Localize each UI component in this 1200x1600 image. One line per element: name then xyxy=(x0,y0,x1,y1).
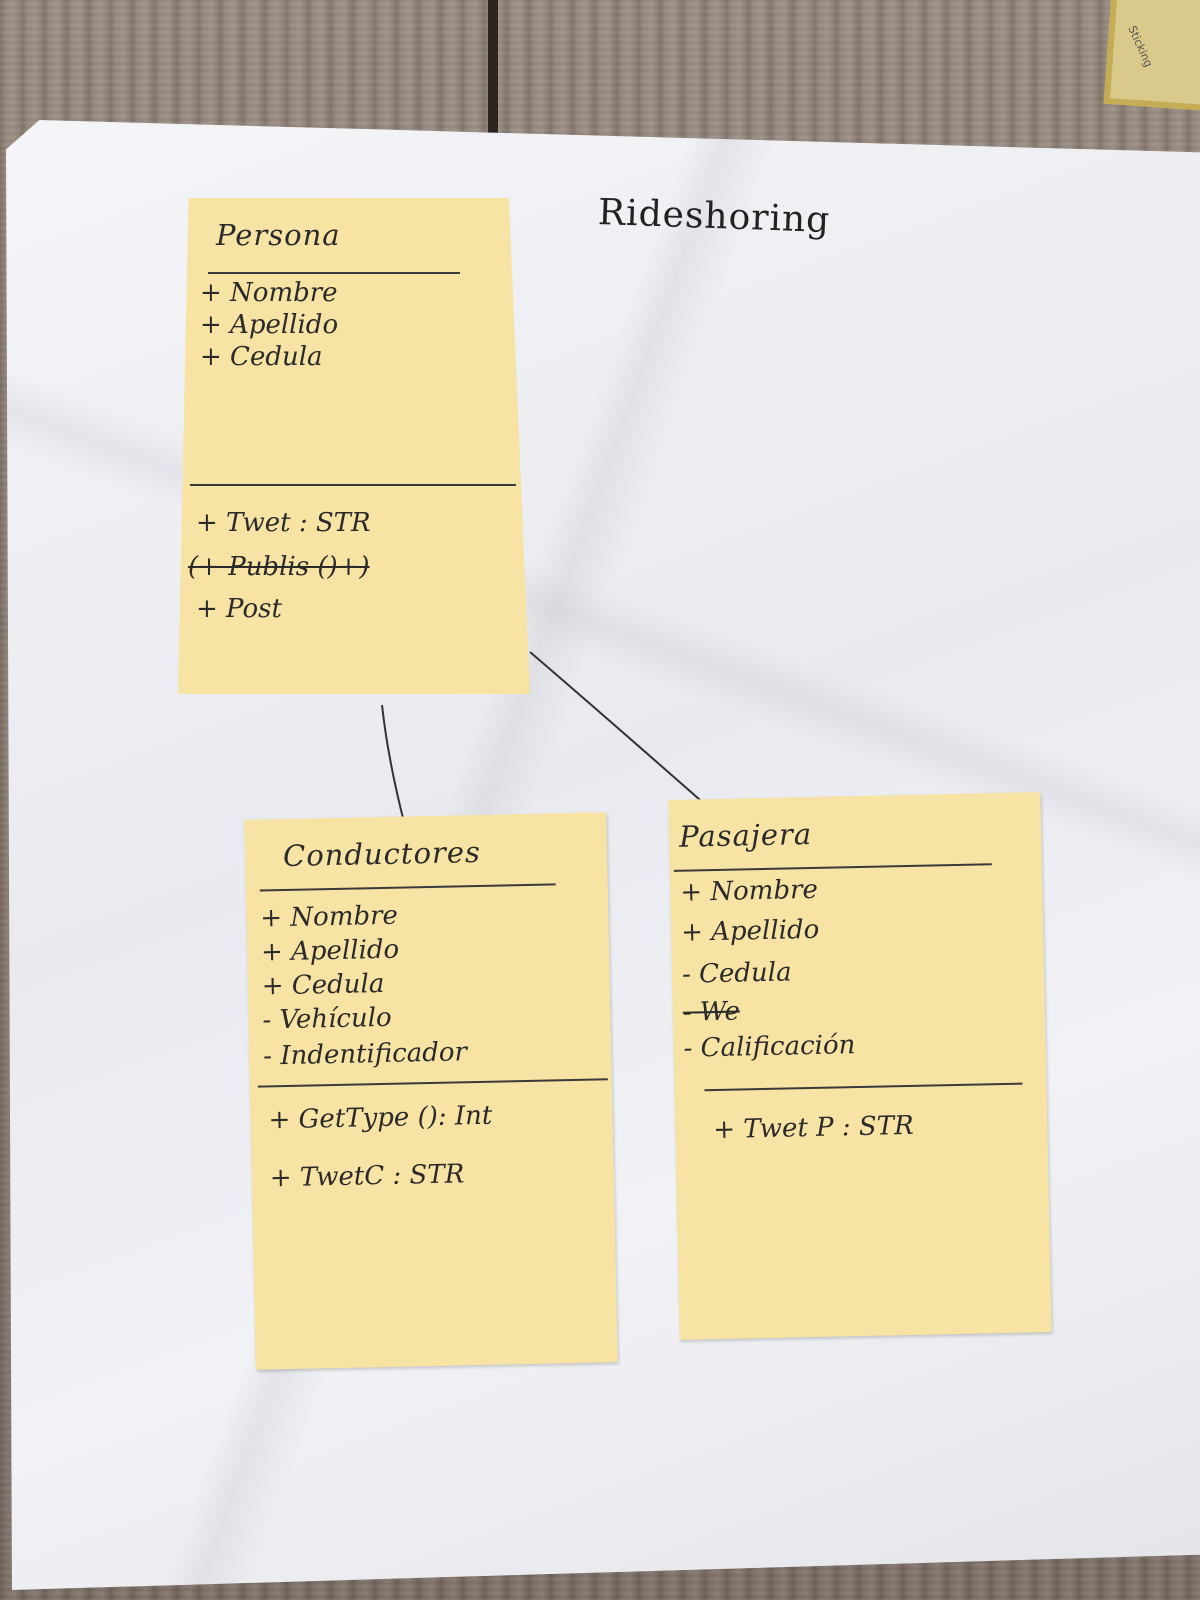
class-name: Conductores xyxy=(282,834,482,874)
header-divider xyxy=(673,863,992,872)
class-name: Persona xyxy=(216,218,341,252)
class-card-conductores: Conductores + Nombre + Apellido + Cedula… xyxy=(244,812,618,1370)
attribute-row: + Nombre xyxy=(680,874,819,908)
class-name: Pasajera xyxy=(678,816,813,854)
class-card-persona: Persona + Nombre + Apellido + Cedula + T… xyxy=(178,198,530,694)
attribute-row: - Indentificador xyxy=(262,1037,468,1072)
attribute-row: - Cedula xyxy=(681,957,792,990)
attribute-row: + Apellido xyxy=(200,310,339,340)
picture-frame-corner: Sticking xyxy=(1103,0,1200,113)
header-divider xyxy=(208,272,460,274)
method-row: + Post xyxy=(196,594,282,624)
frame-label: Sticking xyxy=(1125,23,1156,70)
attribute-row: - Calificación xyxy=(683,1030,856,1064)
attribute-row: + Apellido xyxy=(260,934,400,968)
attributes-divider xyxy=(257,1078,608,1088)
attribute-row: + Cedula xyxy=(261,968,385,1002)
attribute-row: + Nombre xyxy=(200,278,338,308)
method-row: + TwetC : STR xyxy=(269,1159,465,1194)
attributes-divider xyxy=(704,1082,1023,1092)
method-row: + Twet P : STR xyxy=(712,1110,914,1146)
method-row: + Twet : STR xyxy=(196,508,371,538)
method-row: + GetType (): Int xyxy=(268,1100,493,1136)
attributes-divider xyxy=(190,484,516,486)
attribute-row: + Nombre xyxy=(260,900,399,934)
class-card-pasajera: Pasajera + Nombre + Apellido - Cedula - … xyxy=(668,792,1052,1340)
attribute-row: + Cedula xyxy=(200,342,323,372)
attribute-row: - Vehículo xyxy=(262,1002,392,1036)
diagram-title: Rideshoring xyxy=(597,191,831,242)
wood-board-gap xyxy=(488,0,498,160)
method-row-struck: (+ Publis ()+) xyxy=(188,552,370,582)
attribute-row-struck: - We xyxy=(682,996,741,1028)
header-divider xyxy=(259,883,556,892)
attribute-row: + Apellido xyxy=(680,914,820,948)
